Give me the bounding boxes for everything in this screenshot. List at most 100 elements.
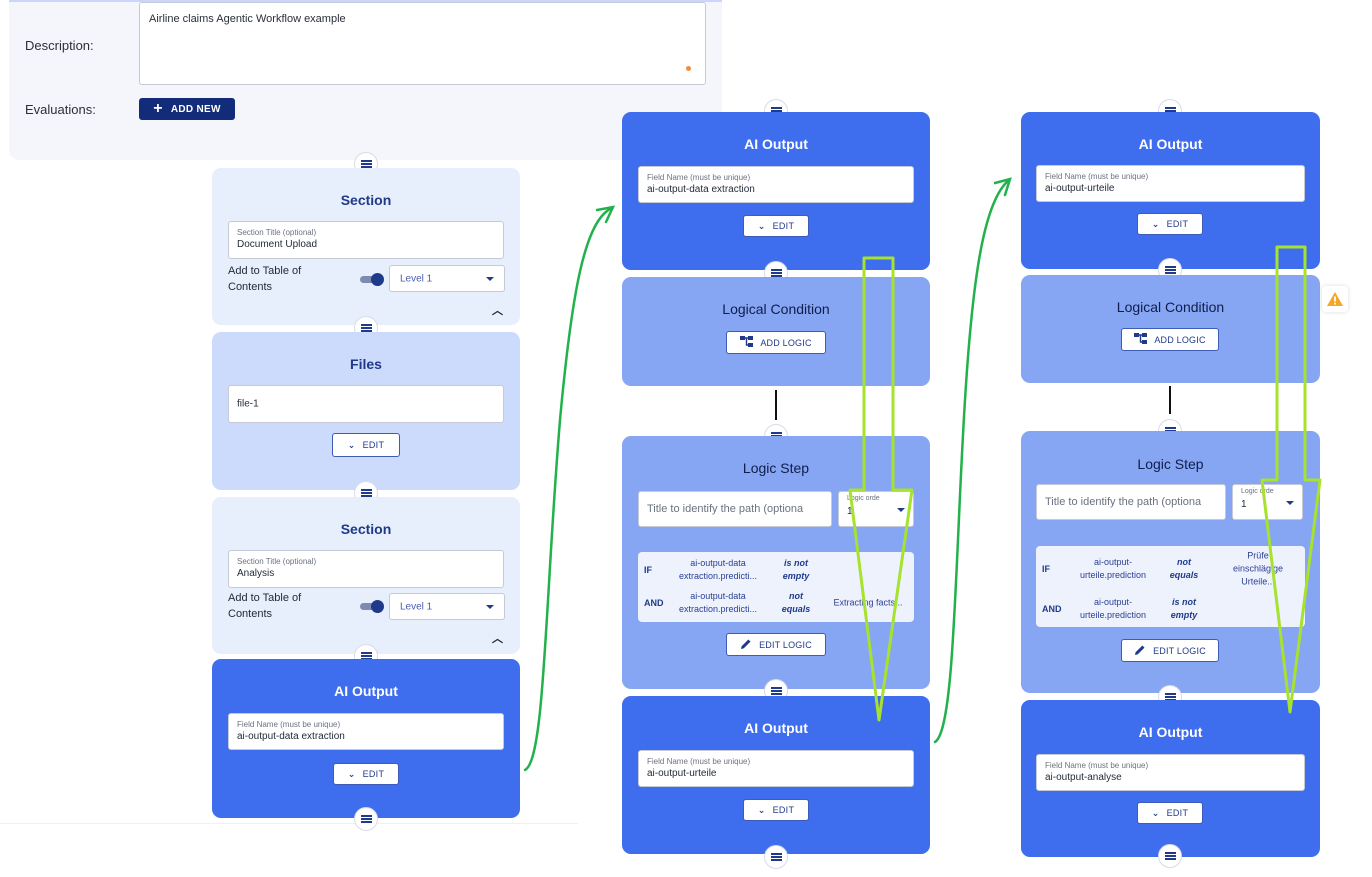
logic-rules-table: IF ai-output-data extraction.predicti...…	[638, 552, 914, 622]
edit-button[interactable]: ⌄ EDIT	[743, 215, 809, 237]
drag-handle-icon[interactable]	[765, 846, 787, 868]
order-value: 1	[847, 506, 853, 517]
chevron-down-icon: ⌄	[1151, 218, 1160, 229]
field-value: ai-output-data extraction	[237, 731, 345, 742]
rule-comparator: is not empty	[1170, 597, 1198, 620]
add-new-label: ADD NEW	[170, 103, 221, 115]
edit-button[interactable]: ⌄ EDIT	[333, 763, 399, 785]
rule-comparator: is not empty	[782, 558, 810, 581]
green-flow-arrow-2-head	[993, 177, 1012, 197]
section-title-field[interactable]: Section Title (optional) Document Upload	[228, 221, 504, 259]
card-title: AI Output	[334, 683, 398, 699]
path-title-input[interactable]: Title to identify the path (optiona	[638, 491, 832, 527]
rule-value: Prüfe einschlägige Urteile...	[1232, 550, 1284, 587]
rule-field: ai-output-urteile.prediction	[1079, 597, 1147, 620]
rule-operator: IF	[1042, 564, 1050, 574]
add-logic-label: ADD LOGIC	[760, 337, 812, 348]
ai-output-card: AI Output Field Name (must be unique) ai…	[1021, 700, 1320, 857]
chevron-down-icon: ⌄	[757, 220, 766, 231]
field-label: Field Name (must be unique)	[1045, 172, 1149, 181]
field-label: Field Name (must be unique)	[1045, 761, 1149, 770]
edit-logic-button[interactable]: EDIT LOGIC	[1121, 639, 1219, 662]
edit-label: EDIT	[772, 805, 795, 815]
field-label: Field Name (must be unique)	[647, 173, 751, 182]
edit-button[interactable]: ⌄ EDIT	[1137, 802, 1203, 824]
order-label: Logic orde	[1241, 488, 1274, 495]
description-textarea[interactable]: Airline claims Agentic Workflow example	[139, 2, 706, 85]
unsaved-indicator	[686, 66, 691, 71]
flow-connector	[1169, 386, 1171, 414]
file-field[interactable]: file-1	[228, 385, 504, 423]
edit-button[interactable]: ⌄ EDIT	[743, 799, 809, 821]
edit-label: EDIT	[772, 221, 795, 231]
level-select[interactable]: Level 1	[389, 265, 505, 292]
field-value: Document Upload	[237, 239, 318, 250]
add-logic-button[interactable]: ADD LOGIC	[1121, 328, 1219, 351]
logic-rule-row[interactable]: AND ai-output-data extraction.predicti..…	[638, 586, 914, 620]
edit-label: EDIT	[362, 769, 385, 779]
edit-logic-label: EDIT LOGIC	[759, 639, 812, 650]
card-title: AI Output	[744, 720, 808, 736]
rule-value: Extracting facts...	[833, 597, 903, 608]
card-title: Section	[340, 521, 392, 537]
files-card: Files file-1 ⌄ EDIT	[212, 332, 520, 490]
rule-field: ai-output-data extraction.predicti...	[678, 591, 758, 614]
chevron-up-icon[interactable]: ︿	[492, 305, 503, 317]
rule-operator: AND	[644, 598, 664, 608]
green-flow-arrow-1-head	[595, 205, 616, 224]
drag-handle-icon[interactable]	[355, 808, 377, 830]
edit-button[interactable]: ⌄ EDIT	[332, 433, 400, 457]
field-name-input[interactable]: Field Name (must be unique) ai-output-da…	[638, 166, 914, 203]
card-title: Files	[350, 356, 382, 372]
warning-icon[interactable]	[1322, 286, 1348, 312]
order-label: Logic orde	[847, 495, 880, 502]
rule-comparator: not equals	[1169, 557, 1199, 580]
field-label: Field Name (must be unique)	[647, 757, 751, 766]
logic-rule-row[interactable]: AND ai-output-urteile.prediction is not …	[1036, 592, 1305, 626]
chevron-down-icon: ⌄	[1151, 807, 1160, 818]
logical-condition-card: Logical Condition ADD LOGIC	[622, 277, 930, 386]
pencil-icon	[740, 638, 752, 652]
description-value: Airline claims Agentic Workflow example	[149, 13, 346, 25]
path-title-input[interactable]: Title to identify the path (optiona	[1036, 484, 1226, 520]
logic-tree-icon	[1134, 333, 1148, 346]
logic-rule-row[interactable]: IF ai-output-urteile.prediction not equa…	[1036, 550, 1305, 587]
card-title: Logic Step	[742, 460, 810, 476]
add-logic-label: ADD LOGIC	[1154, 334, 1206, 345]
rule-operator: AND	[1042, 604, 1062, 614]
edit-label: EDIT	[1166, 808, 1189, 818]
add-logic-button[interactable]: ADD LOGIC	[726, 331, 826, 354]
field-value: ai-output-urteile	[647, 768, 717, 779]
chevron-down-icon: ⌄	[347, 439, 356, 450]
ai-output-card: AI Output Field Name (must be unique) ai…	[622, 112, 930, 270]
field-name-input[interactable]: Field Name (must be unique) ai-output-ur…	[638, 750, 914, 787]
logic-rule-row[interactable]: IF ai-output-data extraction.predicti...…	[638, 553, 914, 587]
toc-toggle[interactable]	[360, 600, 384, 613]
level-select[interactable]: Level 1	[389, 593, 505, 620]
section-title-field[interactable]: Section Title (optional) Analysis	[228, 550, 504, 588]
flow-connector	[775, 390, 777, 420]
field-name-input[interactable]: Field Name (must be unique) ai-output-ur…	[1036, 165, 1305, 202]
chevron-down-icon	[897, 508, 905, 512]
edit-logic-button[interactable]: EDIT LOGIC	[726, 633, 826, 656]
chevron-up-icon[interactable]: ︿	[492, 633, 503, 645]
level-select-value: Level 1	[400, 273, 433, 284]
logic-order-select[interactable]: Logic orde 1	[838, 491, 914, 527]
green-flow-arrow-2	[933, 178, 1011, 744]
toc-toggle[interactable]	[360, 273, 384, 286]
description-label: Description:	[25, 38, 94, 53]
logic-step-card: Logic Step Title to identify the path (o…	[622, 436, 930, 689]
field-label: Field Name (must be unique)	[237, 720, 341, 729]
edit-label: EDIT	[1166, 219, 1189, 229]
logic-order-select[interactable]: Logic orde 1	[1232, 484, 1303, 520]
field-name-input[interactable]: Field Name (must be unique) ai-output-an…	[1036, 754, 1305, 791]
field-value: ai-output-analyse	[1045, 772, 1122, 783]
add-new-evaluation-button[interactable]: + ADD NEW	[139, 98, 235, 120]
logic-step-card: Logic Step Title to identify the path (o…	[1021, 431, 1320, 693]
drag-handle-icon[interactable]	[1159, 845, 1181, 867]
edit-button[interactable]: ⌄ EDIT	[1137, 213, 1203, 235]
card-title: AI Output	[1138, 136, 1203, 152]
field-name-input[interactable]: Field Name (must be unique) ai-output-da…	[228, 713, 504, 750]
section-card-analysis: Section Section Title (optional) Analysi…	[212, 497, 520, 654]
edit-logic-label: EDIT LOGIC	[1153, 645, 1206, 656]
